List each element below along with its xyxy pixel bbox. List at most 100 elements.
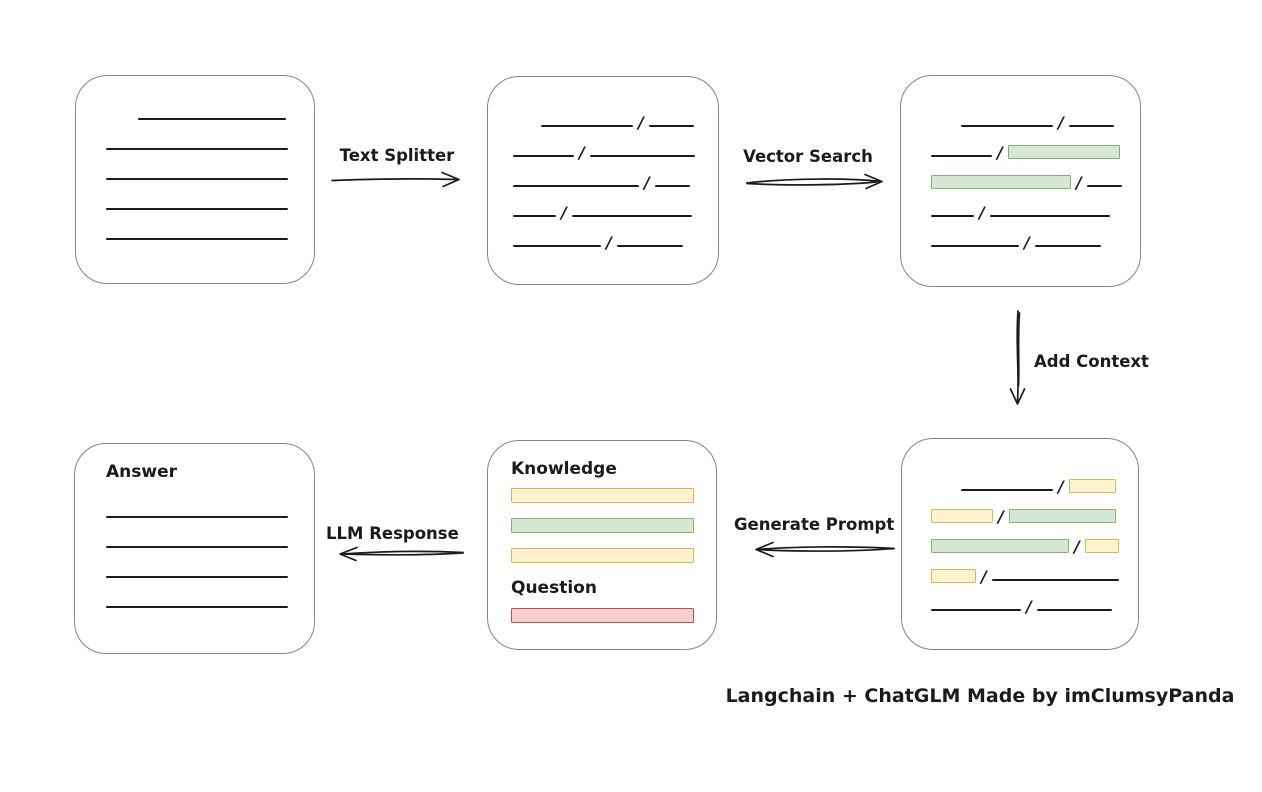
chunk-row: / — [931, 188, 1140, 221]
slash-separator: / — [1024, 233, 1030, 252]
text-line — [1086, 185, 1122, 187]
text-line — [106, 516, 288, 518]
chunk-row: / — [931, 218, 1140, 252]
source-document-lines — [76, 76, 314, 241]
chunk-bar-yellow — [1068, 479, 1116, 493]
chunk-bar-green — [1007, 145, 1120, 159]
chunk-row: / — [931, 98, 1140, 131]
chunk-row: / — [513, 158, 718, 192]
text-splitter-label: Text Splitter — [339, 146, 455, 165]
chunk-row: / — [513, 98, 718, 132]
chunk-row — [106, 489, 314, 519]
chunk-row — [106, 211, 314, 241]
chunk-row: / — [931, 582, 1138, 616]
text-splitter-arrow — [331, 171, 460, 188]
text-line — [513, 245, 601, 247]
chunk-row: / — [513, 218, 718, 252]
text-line — [513, 155, 574, 157]
text-line — [106, 178, 288, 180]
text-line — [961, 489, 1053, 491]
text-line — [1036, 609, 1112, 611]
chunk-bar-yellow — [931, 509, 993, 523]
vector-search-arrow — [746, 173, 883, 190]
split-chunks-lines: / / / / / — [488, 77, 718, 252]
slash-separator: / — [981, 567, 987, 586]
chunk-row: / — [513, 128, 718, 162]
text-line — [991, 579, 1119, 581]
text-line — [106, 546, 288, 548]
chunk-row: / — [931, 522, 1138, 555]
retrieved-chunks-box: ///// — [900, 75, 1141, 287]
text-line — [138, 118, 286, 120]
text-line — [961, 125, 1053, 127]
chunk-row — [106, 91, 314, 121]
chunk-bar-green — [931, 539, 1069, 553]
chunk-bar-green — [1008, 509, 1116, 523]
slash-separator: / — [997, 143, 1003, 162]
prompt-box: Knowledge Question — [487, 440, 717, 650]
chunk-row: / — [931, 462, 1138, 496]
text-line — [106, 238, 288, 240]
llm-response-label: LLM Response — [326, 524, 459, 543]
slash-separator: / — [561, 203, 567, 222]
chunk-row — [106, 121, 314, 151]
answer-lines — [106, 489, 314, 609]
text-line — [616, 245, 683, 247]
slash-separator: / — [606, 233, 612, 252]
chunk-bar-green — [931, 175, 1071, 189]
chunk-row: / — [931, 158, 1140, 192]
text-line — [931, 215, 974, 217]
slash-separator: / — [638, 113, 644, 132]
text-line — [931, 245, 1019, 247]
chunk-row — [106, 181, 314, 211]
slash-separator: / — [644, 173, 650, 192]
prompt-chunk-bar-red — [511, 608, 694, 623]
text-line — [571, 215, 692, 217]
credit-caption: Langchain + ChatGLM Made by imClumsyPand… — [725, 685, 1235, 707]
prompt-chunk-bar-yellow — [511, 548, 694, 563]
add-context-arrow — [1009, 310, 1026, 405]
text-line — [106, 576, 288, 578]
text-line — [1068, 125, 1114, 127]
knowledge-heading: Knowledge — [511, 459, 617, 479]
chunk-row — [106, 519, 314, 549]
slash-separator: / — [579, 143, 585, 162]
text-line — [106, 208, 288, 210]
generate-prompt-label: Generate Prompt — [734, 515, 895, 534]
text-line — [989, 215, 1110, 217]
add-context-label: Add Context — [1034, 352, 1149, 371]
text-line — [513, 185, 639, 187]
vector-search-label: Vector Search — [743, 147, 873, 166]
prompt-chunk-bar-green — [511, 518, 694, 533]
text-line — [106, 148, 288, 150]
chunk-row: / — [931, 128, 1140, 162]
answer-box: Answer — [74, 443, 315, 654]
prompt-chunk-bar-yellow — [511, 488, 694, 503]
retrieved-chunks-lines: ///// — [901, 76, 1140, 252]
text-line — [1034, 245, 1101, 247]
chunk-row: / — [931, 552, 1138, 586]
chunk-row: / — [931, 492, 1138, 526]
question-heading: Question — [511, 578, 597, 598]
generate-prompt-arrow — [755, 541, 895, 558]
slash-separator: / — [998, 507, 1004, 526]
text-line — [931, 155, 992, 157]
source-document-box — [75, 75, 315, 284]
question-bars — [511, 608, 716, 623]
slash-separator: / — [1058, 477, 1064, 496]
knowledge-bars — [511, 488, 716, 563]
text-line — [541, 125, 633, 127]
slash-separator: / — [1026, 597, 1032, 616]
context-chunks-box: ///// — [901, 438, 1139, 650]
slash-separator: / — [1076, 173, 1082, 192]
text-line — [106, 606, 288, 608]
chunk-bar-yellow — [931, 569, 976, 583]
text-line — [513, 215, 556, 217]
chunk-row — [106, 151, 314, 181]
chunk-bar-yellow — [1084, 539, 1119, 553]
text-line — [931, 609, 1021, 611]
split-chunks-box: / / / / / — [487, 76, 719, 285]
chunk-row: / — [513, 188, 718, 222]
chunk-row — [106, 549, 314, 579]
